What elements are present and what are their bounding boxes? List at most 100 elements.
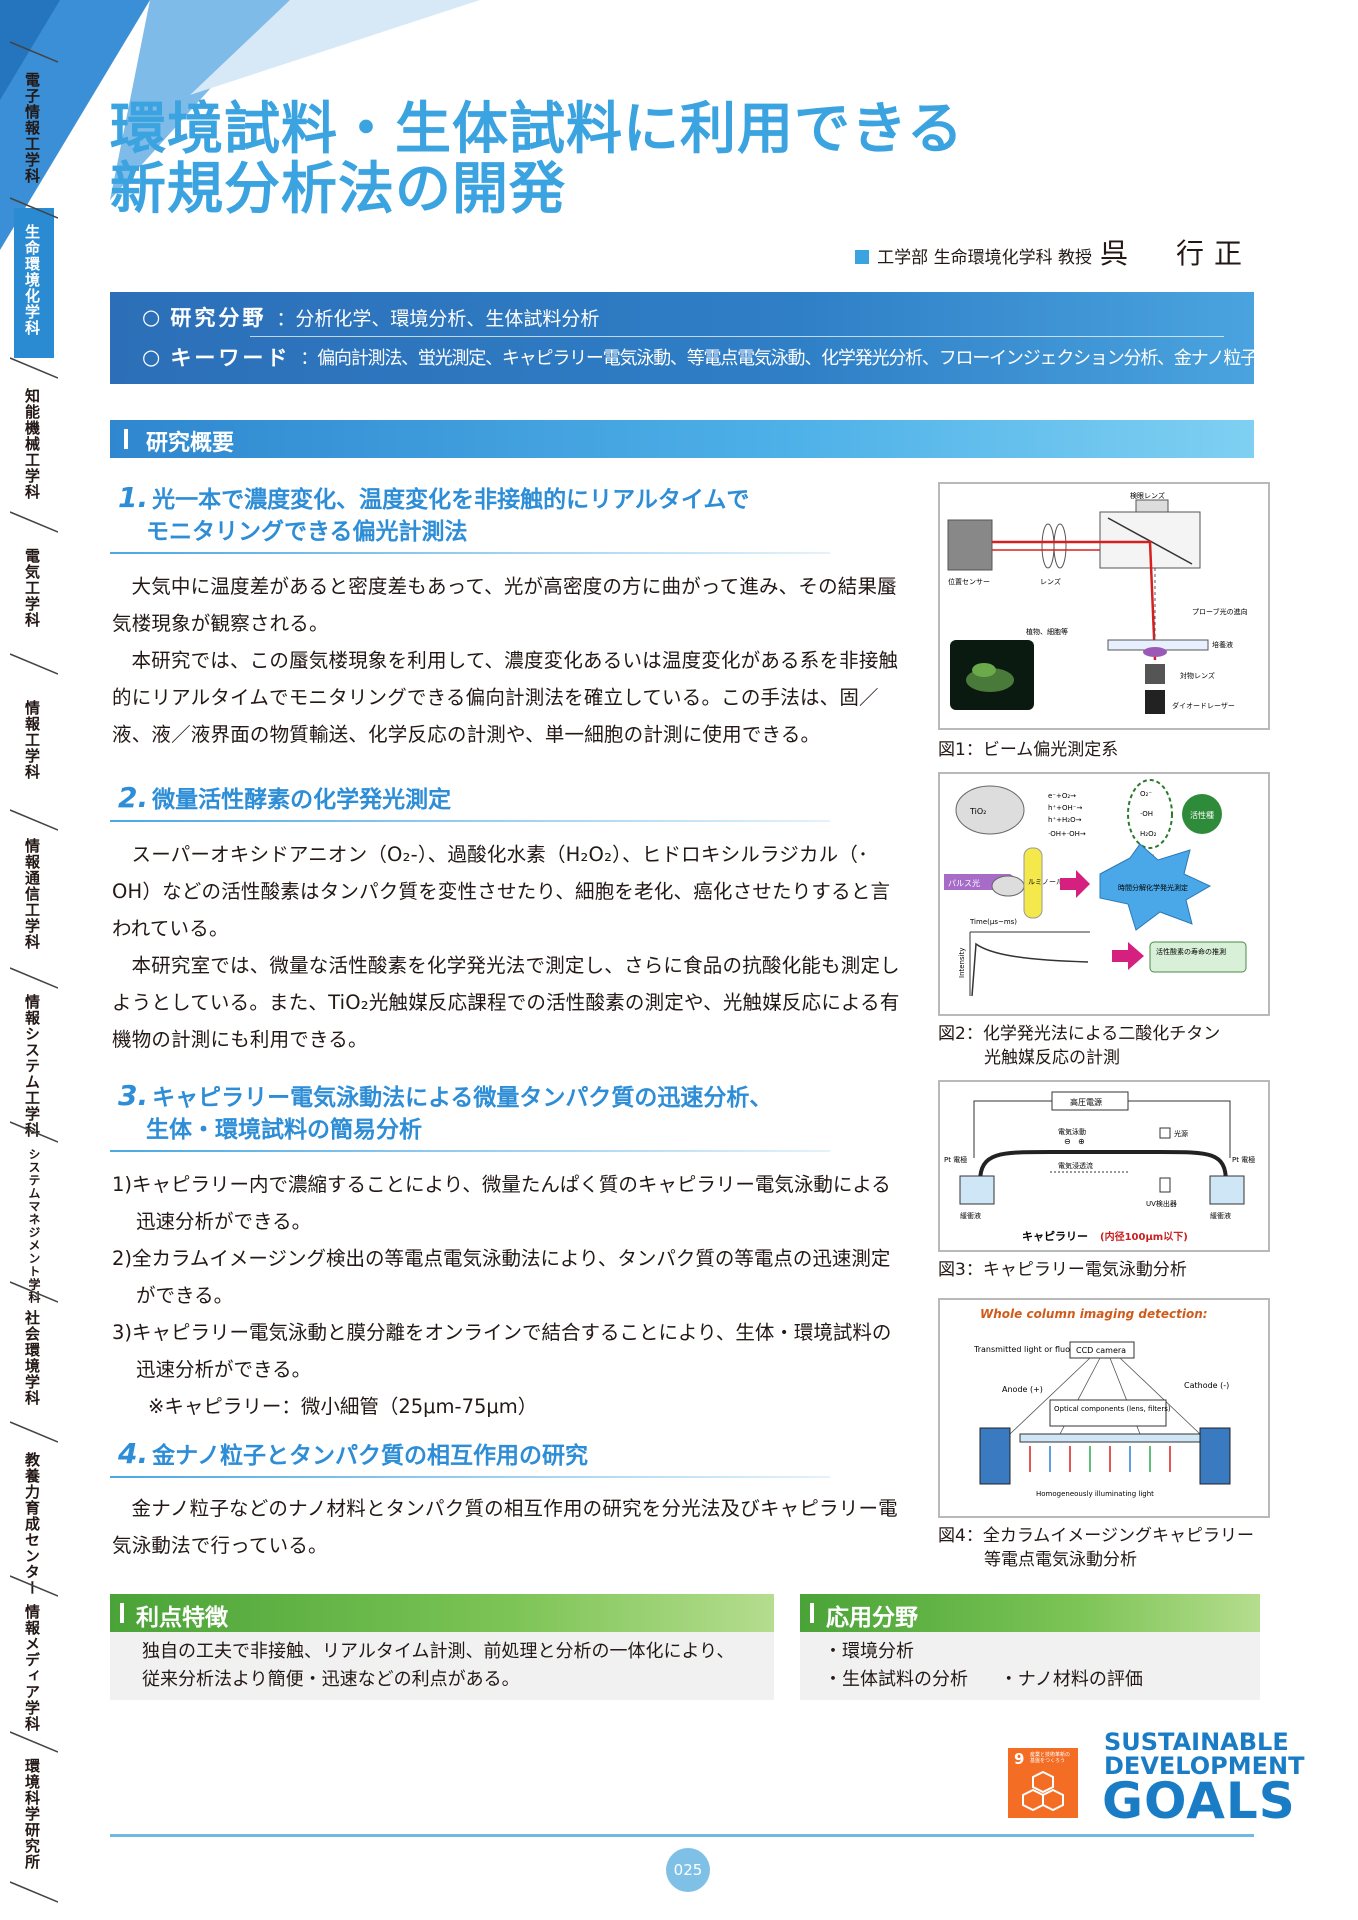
figure3-caption: 図3：キャピラリー電気泳動分析 (938, 1260, 1187, 1280)
section3-list-item2: 2)全カラムイメージング検出の等電点電気泳動法により、タンパク質の等電点の迅速測… (112, 1247, 891, 1307)
section4-title: 金ナノ粒子とタンパク質の相互作用の研究 (152, 1443, 588, 1469)
sdg9-cubes-icon (1022, 1770, 1064, 1812)
department-sidebar: 電子情報工学科 生命環境化学科 知能機械工学科 電気工学科 情報工学科 情報通信… (0, 0, 62, 1920)
sdg-goals-text: GOALS (1102, 1772, 1296, 1830)
fig2-label-pulse: パルス光 (948, 878, 980, 888)
circle-bullet-icon: ○ (142, 305, 161, 329)
sidebar-divider (10, 197, 58, 219)
section3-number: 3. (118, 1079, 149, 1112)
sidebar-item-electronics[interactable]: 電子情報工学科 (23, 72, 41, 184)
figure2-diagram: TiO₂ e⁻+O₂→ h⁺+OH⁻→ h⁺+H₂O→ ·OH+·OH→ O₂⁻… (944, 779, 1247, 997)
fig3-label-minus: ⊖ (1064, 1137, 1071, 1146)
fig1-label-laser: ダイオードレーザー (1172, 701, 1235, 710)
fig3-label-buf-left: 緩衝液 (960, 1211, 981, 1220)
section3-list: 1)キャピラリー内で濃縮することにより、微量たんぱく質のキャピラリー電気泳動によ… (112, 1166, 906, 1425)
keyword-divider (250, 336, 1224, 337)
sidebar-divider (10, 967, 58, 989)
section3-list-item3: 3)キャピラリー電気泳動と膜分離をオンラインで結合することにより、生体・環境試料… (112, 1321, 892, 1381)
figure1-diagram: 検眼レンズ 位置センサー レンズ プローブ光の進向 植物、細胞等 培養液 対物レ… (947, 491, 1248, 714)
sdg9-number: 9 (1014, 1750, 1025, 1768)
sidebar-item-info-comm[interactable]: 情報通信工学科 (23, 838, 41, 950)
fig1-label-objective: 対物レンズ (1180, 671, 1215, 680)
fig1-label-lens-top: 検眼レンズ (1130, 491, 1165, 500)
keywords-value: ：偏向計測法、蛍光測定、キャピラリー電気泳動、等電点電気泳動、化学発光分析、フロ… (300, 348, 1258, 369)
sdg9-icon: 9 産業と技術革新の基盤をつくろう (1008, 1748, 1078, 1818)
sidebar-item-life-env-chem[interactable]: 生命環境化学科 (23, 224, 41, 336)
fig4-label-cathode: Cathode (-) (1184, 1381, 1229, 1390)
author-line: 工学部 生命環境化学科 教授 呉 行正 (855, 232, 1252, 272)
sidebar-divider (10, 809, 58, 831)
page-title-line1: 環境試料・生体試料に利用できる (110, 97, 964, 162)
heading-tick-icon (810, 1603, 814, 1623)
figure3-diagram: 高圧電源 電気泳動 ⊖ ⊕ 光源 電気浸透流 Pt 電極 Pt 電極 緩衝液 緩… (944, 1091, 1255, 1243)
page-title: 環境試料・生体試料に利用できる 新規分析法の開発 (110, 100, 1260, 220)
section1-title-line1: 光一本で濃度変化、温度変化を非接触的にリアルタイムで (152, 487, 750, 513)
circle-bullet-icon: ○ (142, 345, 161, 369)
overview-heading: 研究概要 (146, 431, 235, 456)
author-name: 呉 行正 (1099, 237, 1252, 270)
sidebar-item-liberal-arts[interactable]: 教養力育成センター (23, 1452, 41, 1596)
header-decoration (0, 0, 480, 250)
sidebar-item-social-env[interactable]: 社会環境学科 (23, 1310, 41, 1406)
figure1: 検眼レンズ 位置センサー レンズ プローブ光の進向 植物、細胞等 培養液 対物レ… (938, 482, 1270, 730)
section4-rule (110, 1476, 830, 1478)
section3-list-item1: 1)キャピラリー内で濃縮することにより、微量たんぱく質のキャピラリー電気泳動によ… (112, 1173, 891, 1233)
sidebar-item-env-science-institute[interactable]: 環境科学研究所 (23, 1758, 41, 1870)
sidebar-item-info-media[interactable]: 情報メディア学科 (23, 1604, 41, 1732)
section1-title-line2: モニタリングできる偏光計測法 (146, 519, 468, 545)
keyword-band: ○ 研究分野 ：分析化学、環境分析、生体試料分析 ○ キーワード ：偏向計測法、… (110, 292, 1258, 384)
fig2-label-s1: O₂⁻ (1140, 790, 1152, 798)
fig3-label-uv: UV検出器 (1146, 1199, 1177, 1208)
application-item-env: ・環境分析 (824, 1641, 914, 1662)
sidebar-divider (10, 1731, 58, 1753)
fig4-label-anode: Anode (+) (1002, 1385, 1043, 1394)
fig1-label-culture: 培養液 (1212, 640, 1233, 649)
fig2-label-luminol: ルミノール (1028, 878, 1063, 886)
section4-body: 金ナノ粒子などのナノ材料とタンパク質の相互作用の研究を分光法及びキャピラリー電気… (112, 1490, 906, 1564)
sidebar-divider (10, 1575, 58, 1597)
section2-body: スーパーオキシドアニオン（O₂-）、過酸化水素（H₂O₂）、ヒドロキシルラジカル… (112, 836, 906, 1058)
section4-paragraph1: 金ナノ粒子などのナノ材料とタンパク質の相互作用の研究を分光法及びキャピラリー電気… (112, 1497, 898, 1557)
sdg9-text: 産業と技術革新の基盤をつくろう (1030, 1752, 1071, 1764)
sidebar-item-mechanical[interactable]: 知能機械工学科 (23, 388, 41, 500)
figure2-caption: 図2：化学発光法による二酸化チタン 光触媒反応の計測 (938, 1022, 1220, 1070)
advantages-heading: 利点特徴 (136, 1605, 228, 1631)
research-field-label: 研究分野 (170, 306, 267, 330)
sidebar-item-electrical[interactable]: 電気工学科 (23, 548, 41, 628)
section3-heading: 3.キャピラリー電気泳動法による微量タンパク質の迅速分析、 生体・環境試料の簡易… (118, 1080, 772, 1146)
fig2-label-r4: ·OH+·OH→ (1048, 830, 1086, 838)
sidebar-divider (10, 1281, 58, 1303)
figure2: TiO₂ e⁻+O₂→ h⁺+OH⁻→ h⁺+H₂O→ ·OH+·OH→ O₂⁻… (938, 772, 1270, 1016)
application-item-bio: ・生体試料の分析 (824, 1669, 968, 1690)
fig2-label-r3: h⁺+H₂O→ (1048, 816, 1082, 824)
figure4: Whole column imaging detection: Transmit… (938, 1298, 1270, 1518)
keywords-row: ○ キーワード ：偏向計測法、蛍光測定、キャピラリー電気泳動、等電点電気泳動、化… (142, 342, 1258, 372)
fig4-label-ccd: CCD camera (1076, 1346, 1126, 1355)
section2-heading: 2.微量活性酵素の化学発光測定 (118, 782, 451, 816)
fig2-label-tio2: TiO₂ (969, 807, 986, 816)
fig3-label-pt-right: Pt 電極 (1232, 1155, 1255, 1164)
sidebar-item-info-systems[interactable]: 情報システム工学科 (23, 994, 41, 1138)
sidebar-divider (10, 1881, 58, 1903)
page-title-line2: 新規分析法の開発 (110, 157, 566, 222)
fig2-label-time-axis: Time(μs~ms) (969, 918, 1017, 926)
fig1-label-sensor: 位置センサー (948, 577, 990, 586)
fig4-label-transmitted: Transmitted light or fluorescence light (973, 1345, 1126, 1354)
figure4-caption: 図4：全カラムイメージングキャピラリー 等電点電気泳動分析 (938, 1524, 1254, 1572)
section3-title-line2: 生体・環境試料の簡易分析 (146, 1117, 422, 1143)
figure1-caption: 図1：ビーム偏光測定系 (938, 740, 1119, 760)
section1-rule (110, 552, 830, 554)
fig2-label-intensity: Intensity (958, 948, 966, 978)
figure4-caption-line1: 図4：全カラムイメージングキャピラリー (938, 1526, 1254, 1546)
sidebar-item-information[interactable]: 情報工学科 (23, 700, 41, 780)
fig2-label-r2: h⁺+OH⁻→ (1048, 804, 1082, 812)
section4-heading: 4.金ナノ粒子とタンパク質の相互作用の研究 (118, 1438, 588, 1472)
author-affiliation: 工学部 生命環境化学科 教授 (877, 248, 1092, 268)
sidebar-divider (10, 41, 58, 63)
sidebar-item-system-management[interactable]: システムマネジメント学科 (27, 1148, 41, 1304)
applications-body: ・環境分析 ・生体試料の分析 ・ナノ材料の評価 (800, 1632, 1260, 1700)
fig1-label-probe: プローブ光の進向 (1192, 607, 1248, 616)
overview-heading-bar: 研究概要 (110, 420, 1254, 458)
sdg-line1: SUSTAINABLE (1104, 1728, 1289, 1756)
sidebar-divider (10, 511, 58, 533)
